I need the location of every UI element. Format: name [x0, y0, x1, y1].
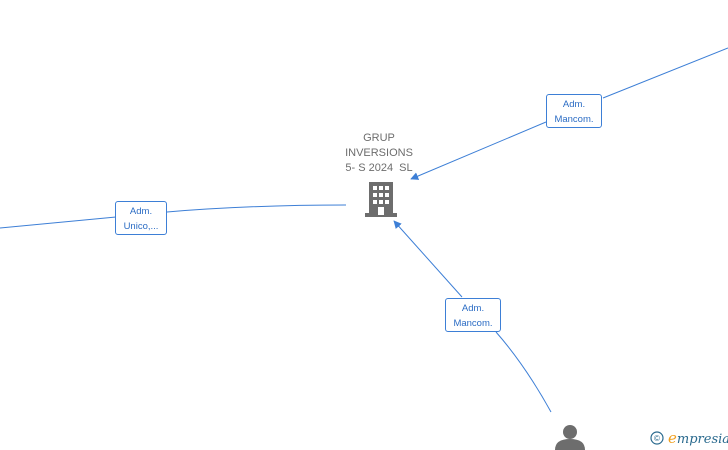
empresia-logo: empresia — [668, 429, 728, 447]
company-name-line: GRUP — [363, 132, 395, 144]
logo-initial: e — [668, 429, 677, 447]
relation-role: Adm. — [461, 303, 485, 314]
empresia-watermark: © empresia — [650, 429, 728, 447]
svg-text:©: © — [654, 434, 660, 443]
copyright-icon: © — [650, 431, 664, 445]
logo-rest: mpresia — [676, 432, 728, 447]
relation-label-top-right[interactable]: Adm. Mancom. — [546, 94, 602, 128]
relation-type: Mancom. — [453, 318, 493, 329]
building-icon[interactable] — [365, 181, 397, 222]
company-name[interactable]: GRUP INVERSIONS 5- S 2024 SL — [329, 131, 429, 176]
edge-bottom — [394, 221, 552, 413]
edge-top-right — [411, 47, 728, 179]
relation-type: Unico,... — [123, 221, 159, 232]
relation-type: Mancom. — [554, 114, 594, 125]
edge-left — [0, 204, 347, 229]
company-name-line: 5- S 2024 SL — [345, 162, 413, 174]
relation-role: Adm. — [129, 206, 153, 217]
person-icon[interactable] — [553, 424, 587, 450]
relation-label-bottom[interactable]: Adm. Mancom. — [445, 298, 501, 332]
company-name-line: INVERSIONS — [345, 147, 413, 159]
relation-role: Adm. — [562, 99, 586, 110]
relation-label-left[interactable]: Adm. Unico,... — [115, 201, 167, 235]
